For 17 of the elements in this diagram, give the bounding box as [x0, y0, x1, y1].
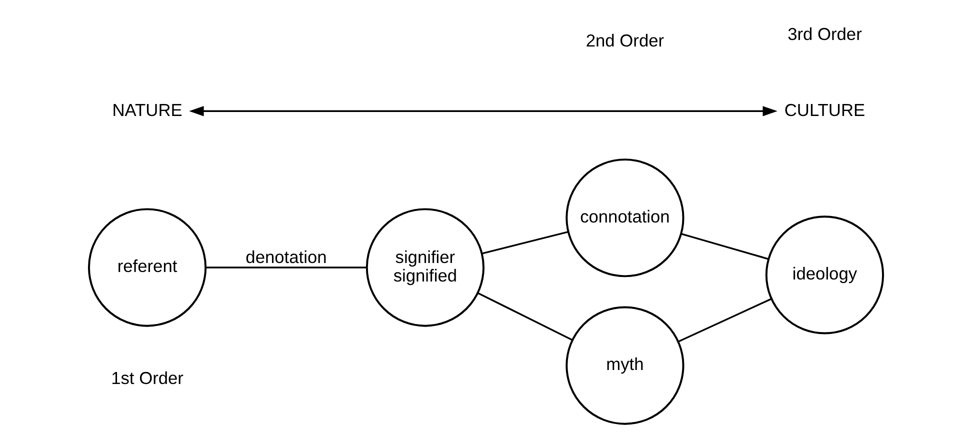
label: 1st Order [111, 368, 184, 388]
connector [678, 298, 772, 342]
node-circle: connotation [566, 158, 684, 278]
connector [206, 266, 367, 268]
node-text: CULTURE [784, 100, 866, 120]
label: 2nd Order [586, 30, 664, 50]
connector [477, 292, 573, 341]
connector [482, 230, 569, 254]
connector [680, 232, 769, 260]
arrow [189, 106, 778, 116]
label: 3rd Order [788, 24, 862, 44]
edge-label: denotation [246, 246, 327, 267]
node-circle: signifier signified [366, 208, 485, 327]
node-circle: ideology [765, 216, 884, 334]
node-circle: referent [88, 208, 207, 327]
node-circle: myth [566, 306, 684, 425]
node-text: NATURE [112, 100, 182, 120]
